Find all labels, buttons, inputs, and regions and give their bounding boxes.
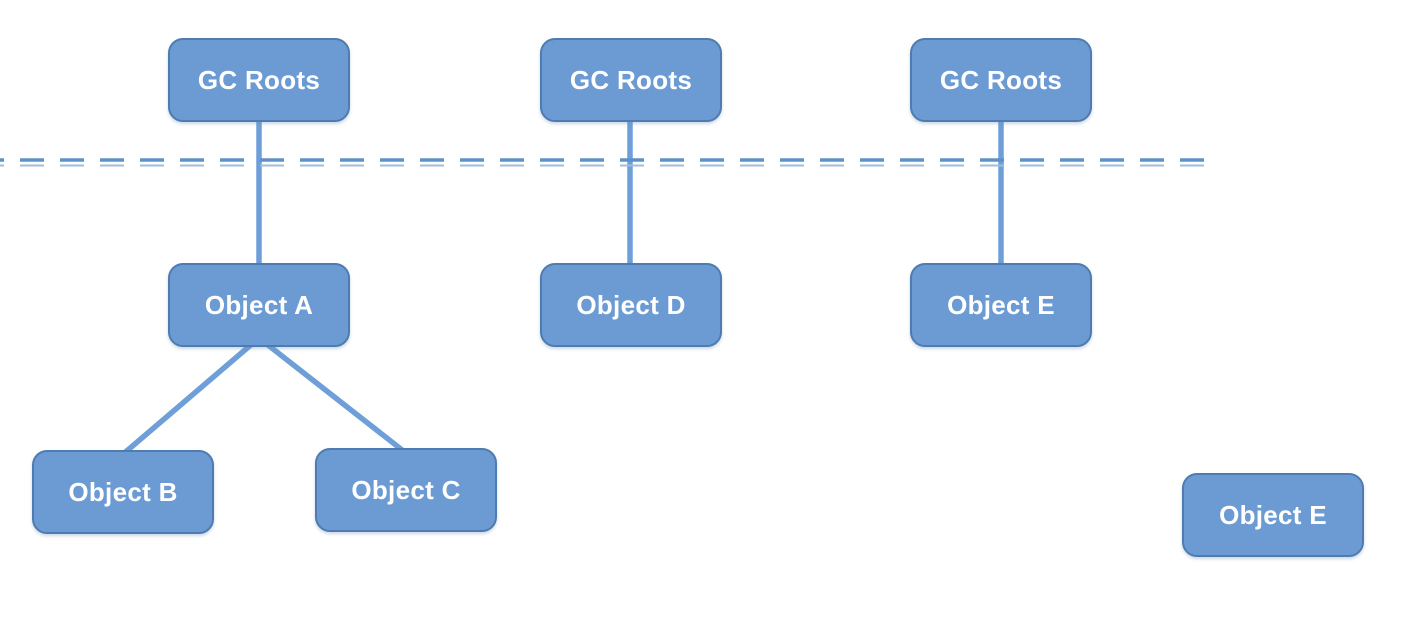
node-object-c: Object C [315,448,497,532]
node-gc-roots-2: GC Roots [540,38,722,122]
edge-objecta-objectc [257,335,408,456]
node-object-b: Object B [32,450,214,534]
node-object-d: Object D [540,263,722,347]
node-gc-roots-1: GC Roots [168,38,350,122]
node-object-e-unreferenced: Object E [1182,473,1364,557]
node-object-a: Object A [168,263,350,347]
edge-objecta-objectb [120,335,261,458]
node-object-e: Object E [910,263,1092,347]
node-gc-roots-3: GC Roots [910,38,1092,122]
